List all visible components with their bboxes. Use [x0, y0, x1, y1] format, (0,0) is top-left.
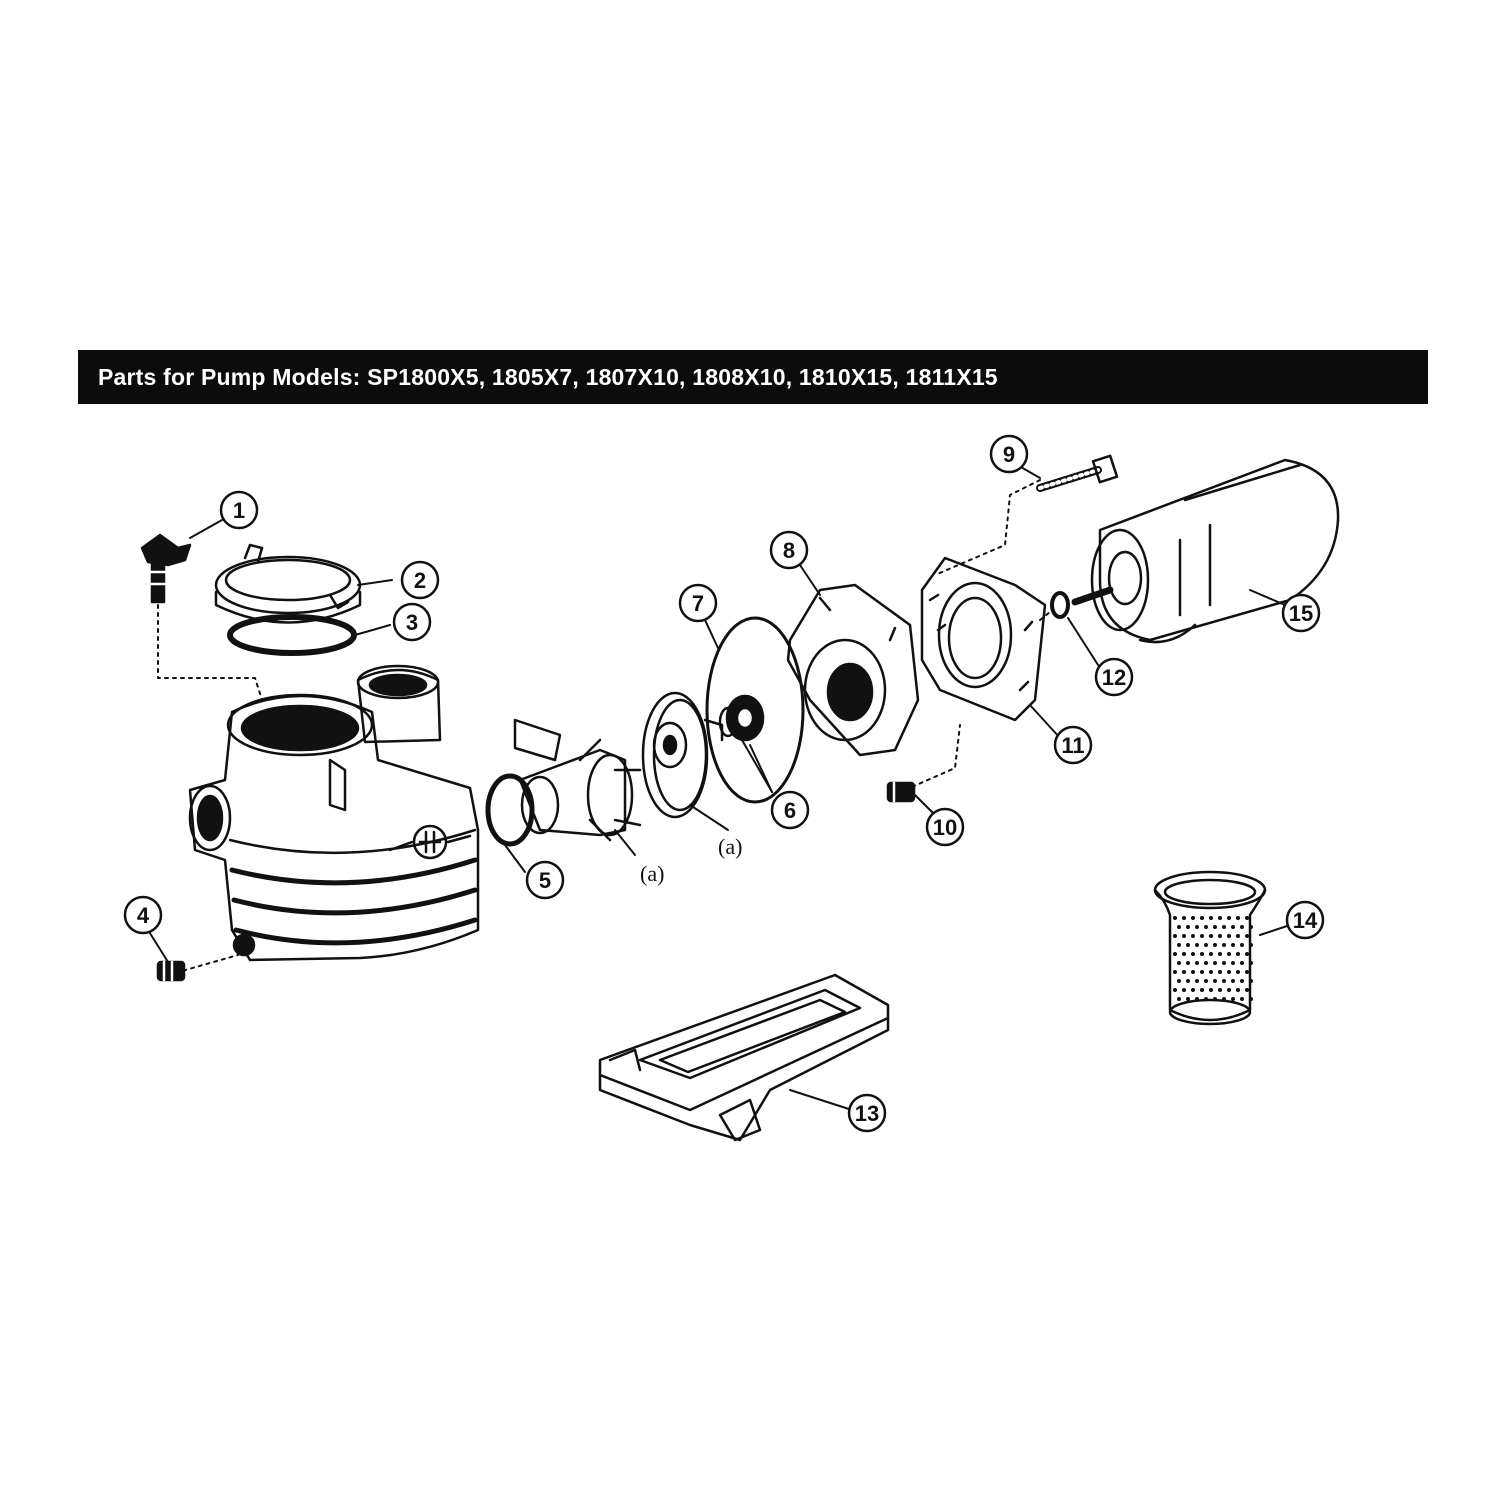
- motor-bolt-part: [1036, 454, 1119, 492]
- housing-bolt-part: [886, 781, 916, 803]
- callout-number: 10: [933, 815, 957, 840]
- callout-number: 11: [1061, 733, 1084, 758]
- callout-3: 3: [392, 602, 432, 642]
- callout-circle: [525, 860, 565, 900]
- callout-number: 15: [1289, 601, 1313, 626]
- callout-circle: [1285, 900, 1325, 940]
- callout-number: 13: [855, 1101, 879, 1126]
- pump-housing-part: [188, 664, 480, 962]
- callout-circle: [769, 530, 809, 570]
- callout-number: 6: [784, 798, 796, 823]
- callout-circle: [400, 560, 440, 600]
- page-title: Parts for Pump Models: SP1800X5, 1805X7,…: [98, 364, 998, 390]
- callout-13: 13: [847, 1093, 887, 1133]
- callout-12: 12: [1094, 657, 1134, 697]
- callout-2: 2: [400, 560, 440, 600]
- lid-knob-part: [140, 533, 192, 604]
- callout-circle: [1281, 593, 1321, 633]
- callout-15: 15: [1281, 593, 1321, 633]
- callout-14: 14: [1285, 900, 1325, 940]
- motor-part: [1071, 458, 1340, 644]
- callout-circle: [989, 434, 1029, 474]
- callout-number: 5: [539, 868, 551, 893]
- diffuser-part: [513, 718, 642, 842]
- callout-8: 8: [769, 530, 809, 570]
- callout-6: 6: [770, 790, 810, 830]
- callout-circle: [678, 583, 718, 623]
- callout-number: 8: [783, 538, 795, 563]
- callout-circle: [1094, 657, 1134, 697]
- callout-circle: [1053, 725, 1093, 765]
- callout-number: 4: [137, 903, 150, 928]
- callout-circle: [392, 602, 432, 642]
- motor-base-part: [598, 973, 890, 1142]
- callout-5: 5: [525, 860, 565, 900]
- callout-circle: [770, 790, 810, 830]
- callout-number: 1: [233, 498, 245, 523]
- strainer-cover-part: [214, 543, 362, 624]
- shaft-seal-part: [718, 694, 765, 742]
- callout-number: 3: [406, 610, 418, 635]
- callout-number: 12: [1102, 665, 1126, 690]
- callout-number: 2: [414, 568, 426, 593]
- mounting-plate-part: [920, 556, 1047, 722]
- strainer-basket-part: [1153, 870, 1267, 1026]
- callout-circle: [847, 1093, 887, 1133]
- callout-4: 4: [123, 895, 163, 935]
- seal-plate-part: [786, 583, 920, 757]
- callout-circle: [219, 490, 259, 530]
- callout-7: 7: [678, 583, 718, 623]
- drain-plug-part: [156, 960, 186, 982]
- title-banner: Parts for Pump Models: SP1800X5, 1805X7,…: [78, 350, 1428, 404]
- callout-number: 7: [692, 591, 704, 616]
- callout-number: 14: [1293, 908, 1318, 933]
- seal-plate-oring-part: [705, 616, 805, 804]
- guide-lines: [157, 479, 1051, 976]
- callout-9: 9: [989, 434, 1029, 474]
- callout-circle: [925, 807, 965, 847]
- callout-10: 10: [925, 807, 965, 847]
- callout-circle: [123, 895, 163, 935]
- leader-lines: [147, 461, 1291, 1111]
- callout-11: 11: [1053, 725, 1093, 765]
- impeller-part: [641, 691, 724, 819]
- callout-number: 9: [1003, 442, 1015, 467]
- callout-1: 1: [219, 490, 259, 530]
- impeller-sub-label: (a): [718, 834, 742, 859]
- washer-part: [1050, 591, 1070, 619]
- diffuser-sub-label: (a): [640, 861, 664, 886]
